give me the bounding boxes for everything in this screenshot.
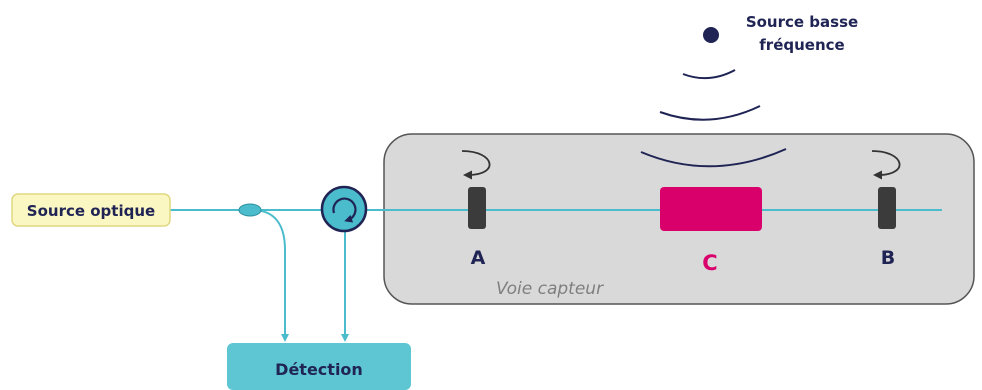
detection-label: Détection [275, 360, 363, 379]
source-dot-icon [703, 27, 719, 43]
reflection-arrow-icon [871, 150, 901, 180]
source-basse-label-line2: fréquence [759, 36, 844, 54]
reflector-a [468, 187, 486, 229]
reflection-arrow-icon [461, 150, 491, 180]
acoustic-wave-icon [640, 148, 787, 168]
label-a: A [471, 247, 486, 269]
circulator-icon [320, 185, 368, 233]
coupler-branch-fiber [251, 209, 289, 342]
acoustic-wave-icon [682, 69, 736, 80]
label-c: C [702, 251, 717, 275]
source-basse-label-line1: Source basse [746, 13, 858, 31]
source-optique-box [11, 193, 171, 227]
source-optique-label: Source optique [27, 202, 155, 220]
label-b: B [881, 247, 895, 269]
sensor-c [660, 187, 762, 231]
detection-box [227, 343, 411, 390]
reflector-b [878, 187, 896, 229]
coupler-icon [238, 203, 262, 217]
acoustic-wave-icon [659, 105, 761, 121]
voie-capteur-label: Voie capteur [496, 279, 604, 299]
